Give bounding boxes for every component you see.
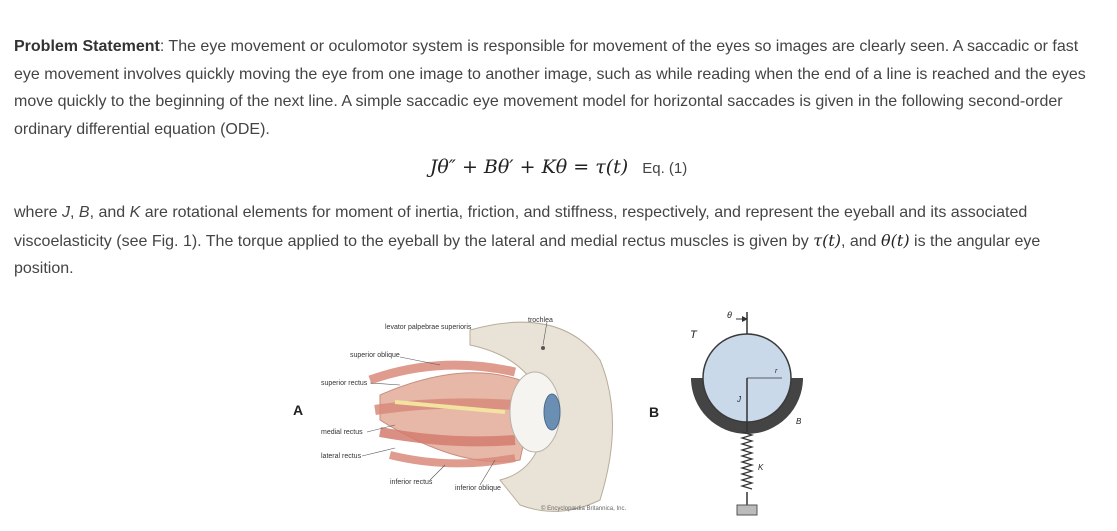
model-r-label: r: [775, 368, 778, 375]
panel-a-label: A: [293, 402, 304, 418]
problem-text: : The eye movement or oculomotor system …: [14, 38, 1086, 138]
explanation-text-5: , and: [840, 232, 882, 250]
model-B-label: B: [796, 417, 802, 426]
explanation-text-4: are rotational elements for moment of in…: [14, 204, 1028, 250]
var-J: J: [62, 204, 71, 221]
problem-statement: Problem Statement: The eye movement or o…: [14, 33, 1104, 143]
label-inferior-rectus: inferior rectus: [390, 479, 433, 486]
label-levator: levator palpebrae superioris: [385, 324, 472, 331]
label-inferior-oblique: inferior oblique: [455, 485, 501, 492]
model-theta-label: θ: [727, 310, 732, 320]
explanation-text-1: where: [14, 204, 63, 221]
explanation-text-3: , and: [89, 204, 130, 221]
label-leaders: [361, 321, 548, 486]
equation-1: Jθ″ + Bθ′ + Kθ = τ(t) Eq. (1): [0, 156, 1117, 179]
label-lateral-rectus: lateral rectus: [321, 453, 362, 460]
figure-credit: © Encyclopædia Britannica, Inc.: [541, 506, 627, 512]
explanation-paragraph: where J, B, and K are rotational element…: [14, 199, 1104, 283]
mechanical-model: [691, 312, 803, 516]
var-tau: τ(t): [813, 230, 841, 250]
problem-heading: Problem Statement: [14, 38, 160, 55]
equation-expression: Jθ″ + Bθ′ + Kθ = τ(t): [429, 156, 629, 178]
model-K-label: K: [758, 463, 764, 472]
var-theta: θ(t): [881, 230, 910, 250]
figure-1: levator palpebrae superioris trochlea su…: [321, 310, 803, 516]
label-medial-rectus: medial rectus: [321, 429, 363, 436]
explanation-text-2: ,: [70, 204, 79, 221]
var-K: K: [129, 204, 141, 221]
label-trochlea: trochlea: [528, 317, 553, 324]
eye-anatomy-illustration: [368, 321, 613, 512]
model-J-label: J: [736, 395, 742, 404]
model-tau-label: T: [690, 329, 698, 341]
equation-tag: Eq. (1): [642, 160, 688, 177]
label-superior-rectus: superior rectus: [321, 380, 368, 387]
explanation-text-6: is the angular eye position.: [14, 232, 1041, 278]
label-superior-oblique: superior oblique: [350, 352, 400, 359]
var-B: B: [78, 204, 90, 221]
panel-b-label: B: [649, 404, 660, 420]
